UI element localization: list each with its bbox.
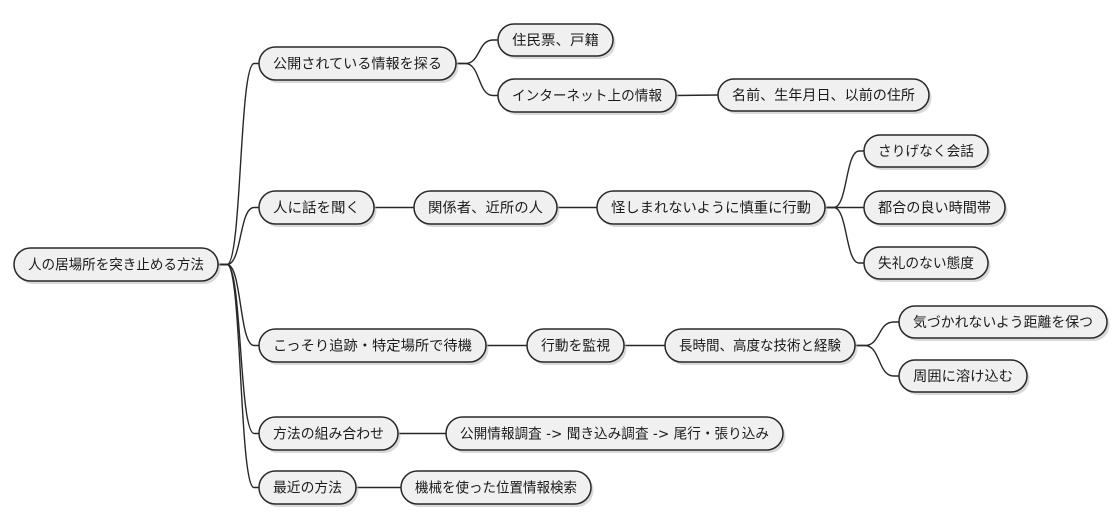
node-box[interactable]: [258, 190, 375, 225]
node-box[interactable]: [526, 328, 625, 363]
node-layer: 人の居場所を突き止める方法 公開されている情報を探る 住民票、戸籍インターネット上の…: [13, 23, 1110, 507]
mindmap-node-b2l2[interactable]: 都合の良い時間帯: [863, 190, 1008, 227]
mindmap-node-b3c1c1[interactable]: 長時間、高度な技術と経験: [664, 328, 858, 365]
node-box[interactable]: [863, 190, 1006, 225]
mindmap-node-b3l2[interactable]: 周囲に溶け込む: [898, 359, 1030, 395]
mindmap-node-b4c1[interactable]: 公開情報調査 -> 聞き込み調査 -> 尾行・張り込み: [445, 416, 786, 453]
edge-b3c1c1-to-b3l2: [854, 344, 900, 377]
node-label: 行動を監視: [541, 338, 610, 355]
node-label: 方法の組み合わせ: [273, 427, 384, 443]
mindmap-node-b1c1[interactable]: 住民票、戸籍: [497, 23, 616, 59]
node-box[interactable]: [596, 190, 826, 225]
mindmap-node-b1c2c1[interactable]: 名前、生年月日、以前の住所: [717, 78, 932, 114]
node-label: 名前、生年月日、以前の住所: [732, 87, 915, 104]
node-box[interactable]: [497, 23, 614, 57]
mindmap-node-b2l1[interactable]: さりげなく会話: [863, 134, 991, 170]
node-label: 関係者、近所の人: [428, 201, 543, 217]
node-box[interactable]: [413, 190, 558, 225]
node-label: 人の居場所を突き止める方法: [28, 258, 204, 274]
node-box[interactable]: [445, 416, 784, 451]
node-label: 周囲に溶け込む: [913, 369, 1013, 385]
mindmap-node-b2c1c1[interactable]: 怪しまれないように慎重に行動: [596, 190, 828, 227]
node-label: さりげなく会話: [878, 143, 974, 160]
edge-b1-to-b1c2: [455, 62, 499, 97]
node-box[interactable]: [258, 416, 399, 451]
node-box[interactable]: [717, 78, 930, 112]
node-box[interactable]: [13, 247, 219, 282]
node-label: こっそり追跡・特定場所で待機: [273, 339, 472, 355]
node-box[interactable]: [497, 78, 677, 113]
mindmap-node-b5[interactable]: 最近の方法: [258, 470, 359, 507]
mindmap-node-b2c1[interactable]: 関係者、近所の人: [413, 190, 560, 227]
mindmap-node-b4[interactable]: 方法の組み合わせ: [258, 416, 401, 453]
node-label: インターネット上の情報: [512, 89, 662, 105]
mindmap-node-b1c2[interactable]: インターネット上の情報: [497, 78, 679, 115]
node-label: 怪しまれないように慎重に行動: [611, 201, 811, 217]
node-box[interactable]: [400, 470, 592, 505]
mindmap-node-b3c1[interactable]: 行動を監視: [526, 328, 627, 365]
edge-b2c1c1-to-b2l3: [824, 206, 865, 264]
node-box[interactable]: [863, 246, 989, 280]
node-label: 公開情報調査 -> 聞き込み調査 -> 尾行・張り込み: [460, 427, 769, 443]
edge-layer: [217, 39, 900, 489]
edge-b1c2-to-b1c2c1: [675, 94, 719, 97]
node-label: 都合の良い時間帯: [878, 201, 991, 217]
edge-root-to-b2: [217, 206, 260, 266]
mindmap-node-b1[interactable]: 公開されている情報を探る: [258, 46, 459, 83]
edge-root-to-b1: [217, 62, 260, 266]
node-box[interactable]: [898, 359, 1028, 393]
node-box[interactable]: [258, 46, 457, 81]
node-label: 住民票、戸籍: [512, 32, 599, 49]
node-box[interactable]: [863, 134, 989, 168]
mindmap-node-b5c1[interactable]: 機械を使った位置情報検索: [400, 470, 594, 507]
mindmap-node-b2[interactable]: 人に話を聞く: [258, 190, 377, 227]
edge-b2c1c1-to-b2l1: [824, 150, 865, 209]
node-label: 失礼のない態度: [878, 256, 974, 272]
node-box[interactable]: [258, 328, 487, 363]
node-box[interactable]: [258, 470, 357, 505]
mindmap-node-b2l3[interactable]: 失礼のない態度: [863, 246, 991, 282]
edge-b1-to-b1c1: [455, 39, 499, 65]
node-box[interactable]: [664, 328, 856, 363]
edge-b3c1c1-to-b3l1: [854, 321, 900, 347]
node-box[interactable]: [898, 305, 1108, 339]
node-label: 機械を使った位置情報検索: [415, 480, 577, 497]
node-label: 長時間、高度な技術と経験: [679, 338, 841, 355]
mindmap-node-b3l1[interactable]: 気づかれないよう距離を保つ: [898, 305, 1110, 341]
mindmap-node-b3[interactable]: こっそり追跡・特定場所で待機: [258, 328, 489, 365]
node-label: 公開されている情報を探る: [273, 57, 442, 73]
node-label: 気づかれないよう距離を保つ: [913, 314, 1093, 331]
node-label: 人に話を聞く: [273, 200, 360, 217]
edge-root-to-b5: [217, 263, 260, 489]
node-label: 最近の方法: [273, 481, 342, 497]
mindmap-root-node[interactable]: 人の居場所を突き止める方法: [13, 247, 221, 284]
